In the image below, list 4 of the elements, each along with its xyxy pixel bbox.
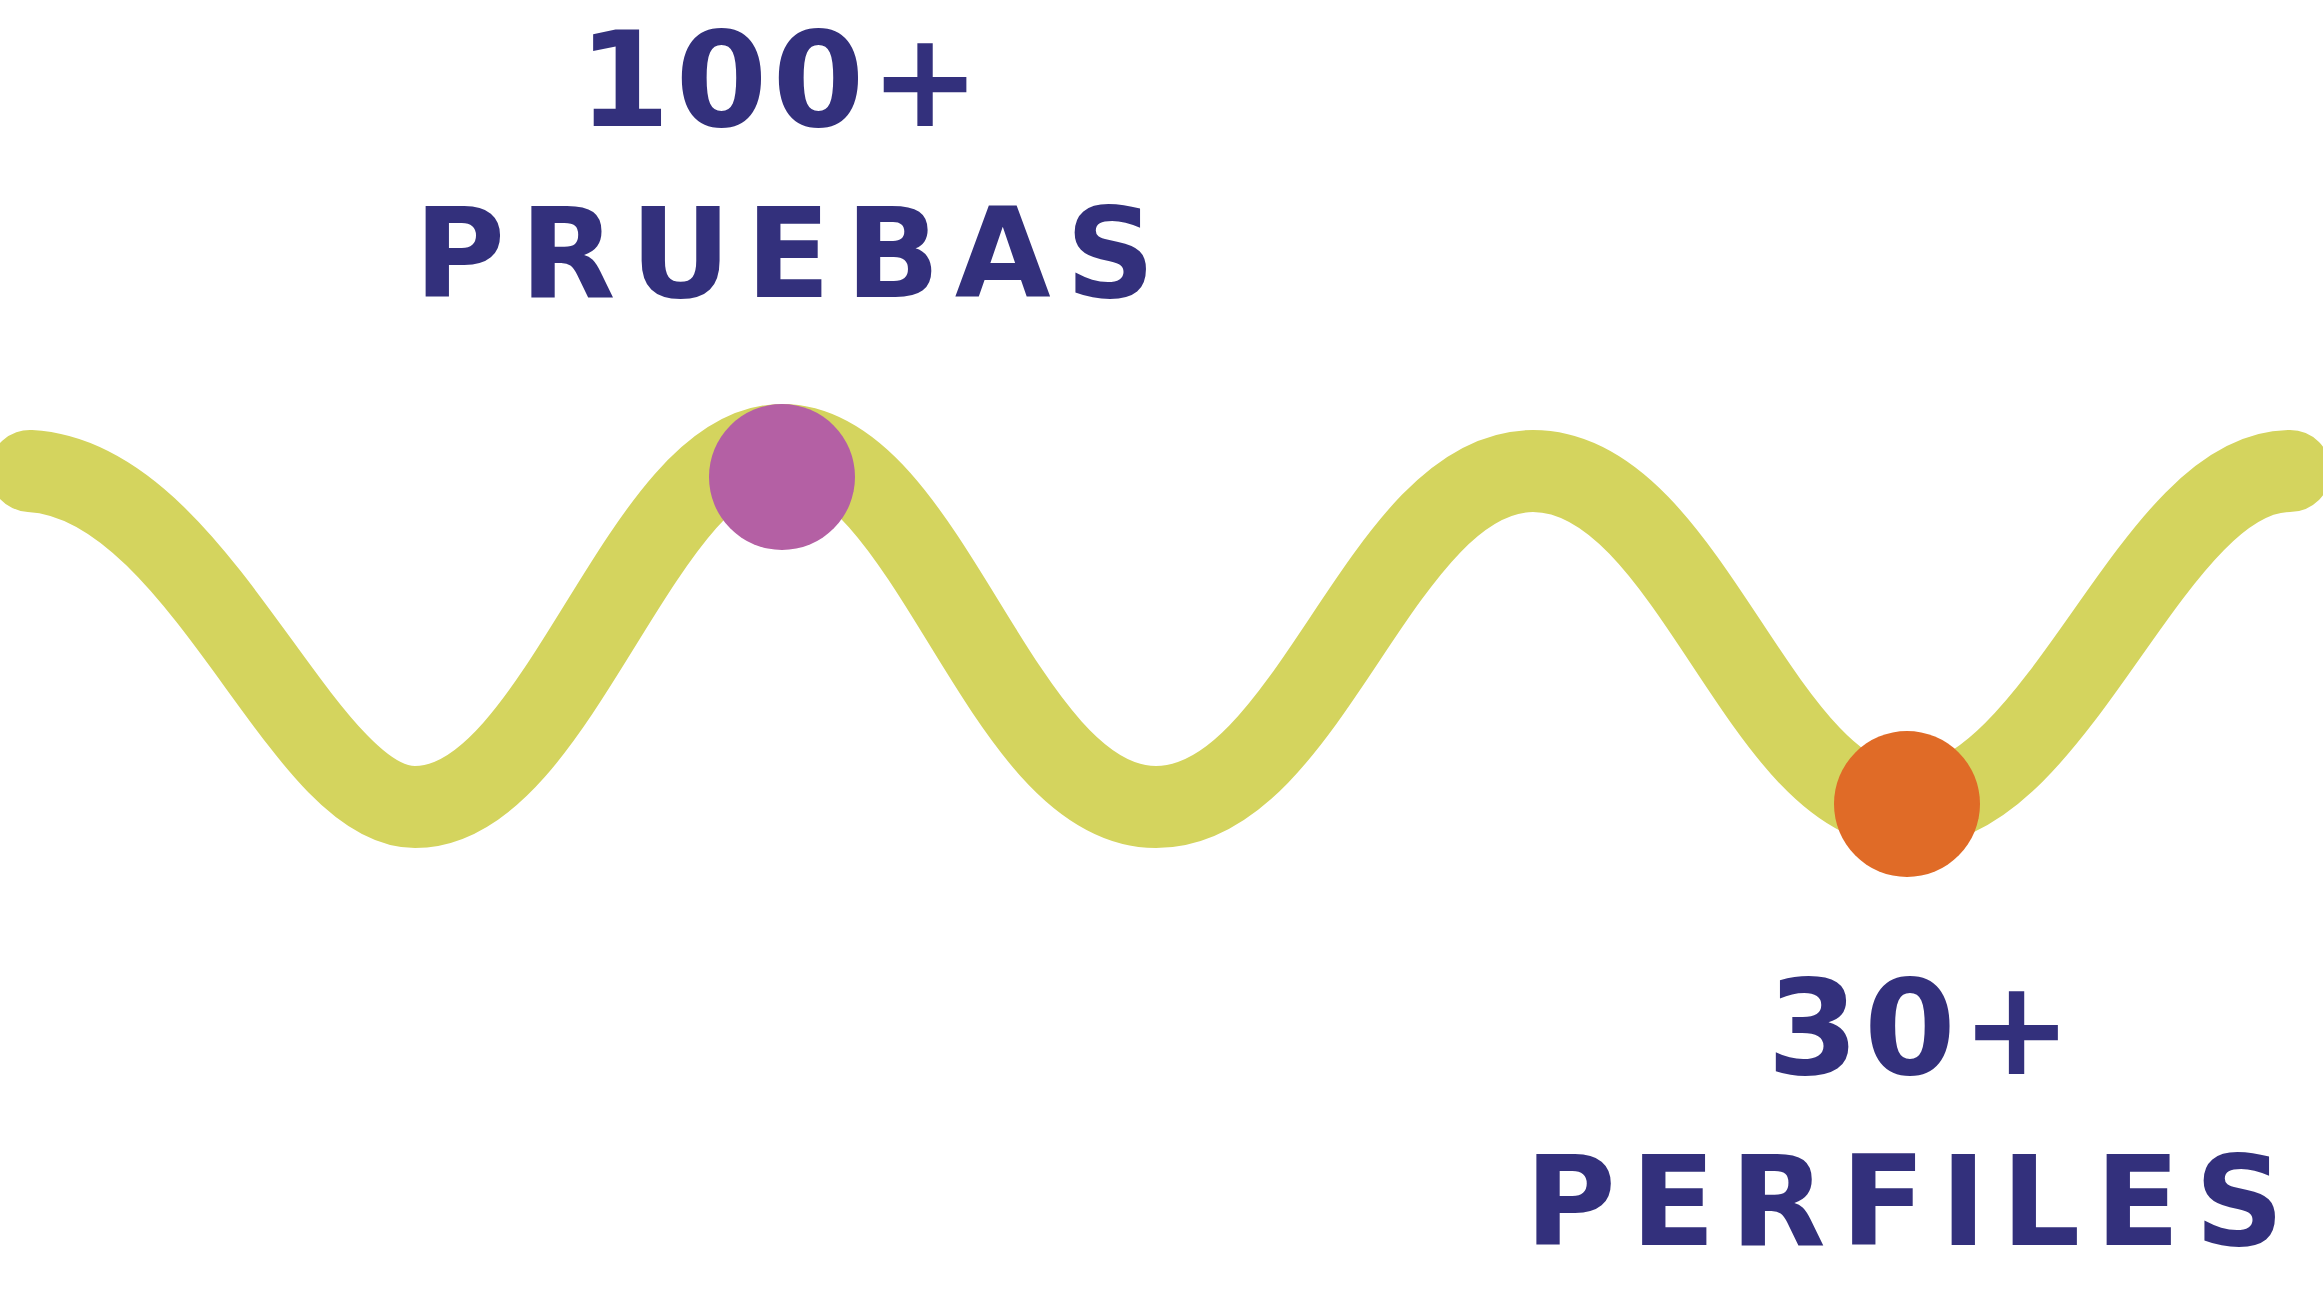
count-figure: 30+ <box>1766 962 2078 1094</box>
category-label: PRUEBAS <box>414 192 1170 316</box>
category-label: PERFILES <box>1525 1140 2299 1264</box>
count-figure: 100+ <box>578 14 986 146</box>
